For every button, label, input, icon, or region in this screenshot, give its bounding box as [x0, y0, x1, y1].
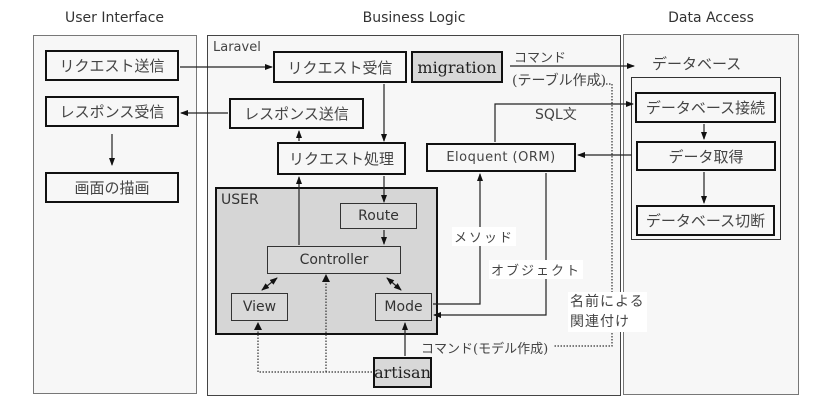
- name-link-line2: 関連付け: [570, 314, 630, 330]
- data-fetch-box: データ取得: [636, 141, 776, 171]
- controller-box: Controller: [267, 246, 401, 274]
- laravel-label: Laravel: [213, 40, 261, 55]
- user-group-label: USER: [221, 192, 259, 208]
- database-disconnect-box: データベース切断: [636, 205, 775, 236]
- process-request-box: リクエスト処理: [277, 142, 406, 175]
- column-title-business-logic: Business Logic: [362, 10, 466, 26]
- model-box: Mode: [375, 293, 432, 321]
- user-interface-panel: [33, 35, 197, 394]
- route-box: Route: [340, 203, 417, 229]
- name-link-line1: 名前による: [570, 294, 645, 310]
- migration-box: migration: [411, 51, 503, 83]
- database-label: データベース: [652, 55, 742, 73]
- database-connect-box: データベース接続: [635, 92, 776, 123]
- model-command-label: コマンド(モデル作成): [421, 338, 549, 357]
- name-link-label: 名前による 関連付け: [568, 292, 647, 332]
- object-label: オブジェクト: [489, 260, 584, 279]
- eloquent-orm-box: Eloquent (ORM): [426, 143, 576, 172]
- column-title-user-interface: User Interface: [64, 10, 165, 26]
- render-screen-box: 画面の描画: [45, 172, 179, 203]
- sql-label: SQL文: [535, 107, 577, 123]
- receive-request-box: リクエスト受信: [273, 51, 407, 83]
- command-label-line2: (テーブル作成): [512, 73, 607, 89]
- view-box: View: [231, 293, 288, 321]
- artisan-box: artisan: [373, 357, 432, 388]
- method-label: メソッド: [452, 227, 517, 246]
- send-request-box: リクエスト送信: [45, 50, 179, 81]
- send-response-box: レスポンス送信: [229, 98, 364, 129]
- column-title-data-access: Data Access: [668, 10, 754, 26]
- command-label-line1: コマンド: [514, 51, 567, 66]
- receive-response-box: レスポンス受信: [45, 96, 179, 127]
